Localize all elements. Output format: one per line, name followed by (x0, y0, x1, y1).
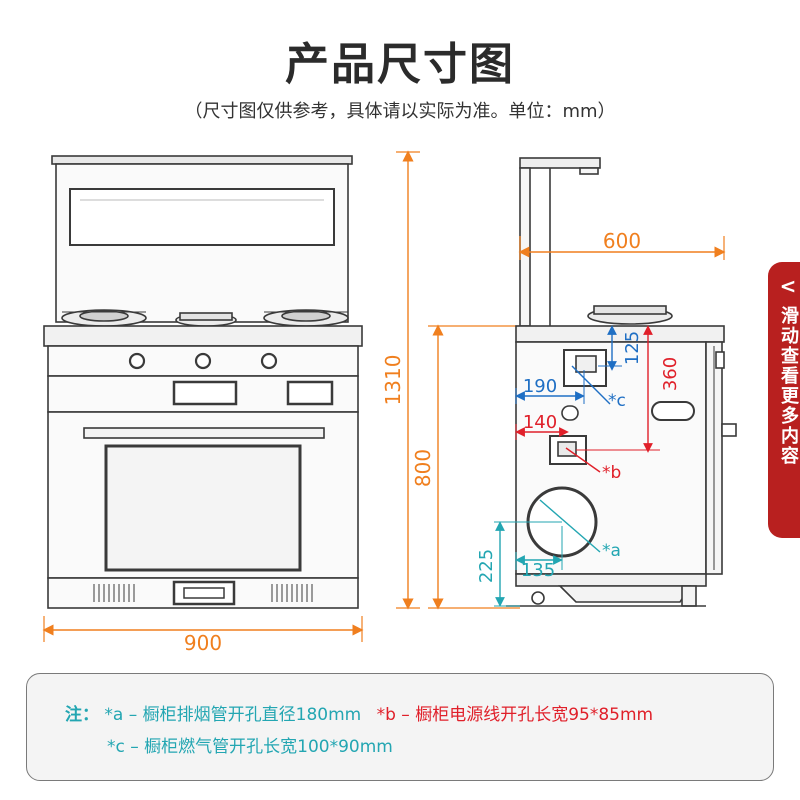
burner-left (61, 309, 147, 327)
leader-c (571, 365, 611, 405)
note-a: *a – 橱柜排烟管开孔直径180mm (104, 705, 362, 725)
dim-900: 900 (184, 631, 222, 655)
front-view (43, 155, 363, 609)
page-title: 产品尺寸图 (285, 39, 515, 90)
leader-b (565, 447, 601, 473)
note-line-2: *c – 橱柜燃气管开孔长宽100*90mm (107, 732, 393, 757)
note-b: *b – 橱柜电源线开孔长宽95*85mm (376, 705, 654, 725)
dim-140: 140 (523, 412, 557, 433)
marker-c: *c (608, 391, 626, 411)
dim-190: 190 (523, 376, 557, 397)
exhaust-height-dimension (494, 521, 562, 607)
side-view (506, 157, 737, 607)
note-prefix: 注： (65, 705, 99, 725)
note-c: *c – 橱柜燃气管开孔长宽100*90mm (107, 737, 393, 757)
power-offset-dimension (515, 424, 569, 440)
notes-box: 注： *a – 橱柜排烟管开孔直径180mm *b – 橱柜电源线开孔长宽95*… (26, 673, 774, 781)
dim-800: 800 (411, 449, 435, 487)
total-height-dimension (396, 150, 420, 610)
depth-dimension (518, 236, 726, 260)
gas-offset-dimension (515, 370, 585, 404)
dim-1310: 1310 (381, 355, 405, 406)
chevron-left-icon: < (779, 274, 797, 298)
dim-600: 600 (603, 229, 641, 253)
burner-gas-dimension (598, 325, 622, 371)
note-line-1: 注： *a – 橱柜排烟管开孔直径180mm *b – 橱柜电源线开孔长宽95*… (65, 700, 653, 725)
leader-a (539, 499, 601, 553)
exhaust-offset-dimension (515, 526, 563, 570)
page-subtitle: （尺寸图仅供参考，具体请以实际为准。单位：mm） (184, 101, 616, 122)
dim-135: 135 (521, 560, 555, 581)
side-tab-label: 滑动查看更多内容 (778, 306, 799, 466)
counter-height-dimension (428, 324, 520, 610)
vent-left (93, 584, 135, 602)
dim-125: 125 (622, 331, 643, 365)
width-dimension (42, 616, 364, 642)
burner-right (263, 309, 349, 327)
vent-right (271, 584, 313, 602)
dim-225: 225 (476, 549, 497, 583)
marker-a: *a (602, 541, 621, 561)
burner-power-dimension (576, 325, 660, 453)
side-scroll-tab[interactable]: < 滑动查看更多内容 (768, 262, 800, 538)
dim-360: 360 (660, 357, 681, 391)
burner-center (175, 312, 237, 327)
marker-b: *b (602, 463, 621, 483)
